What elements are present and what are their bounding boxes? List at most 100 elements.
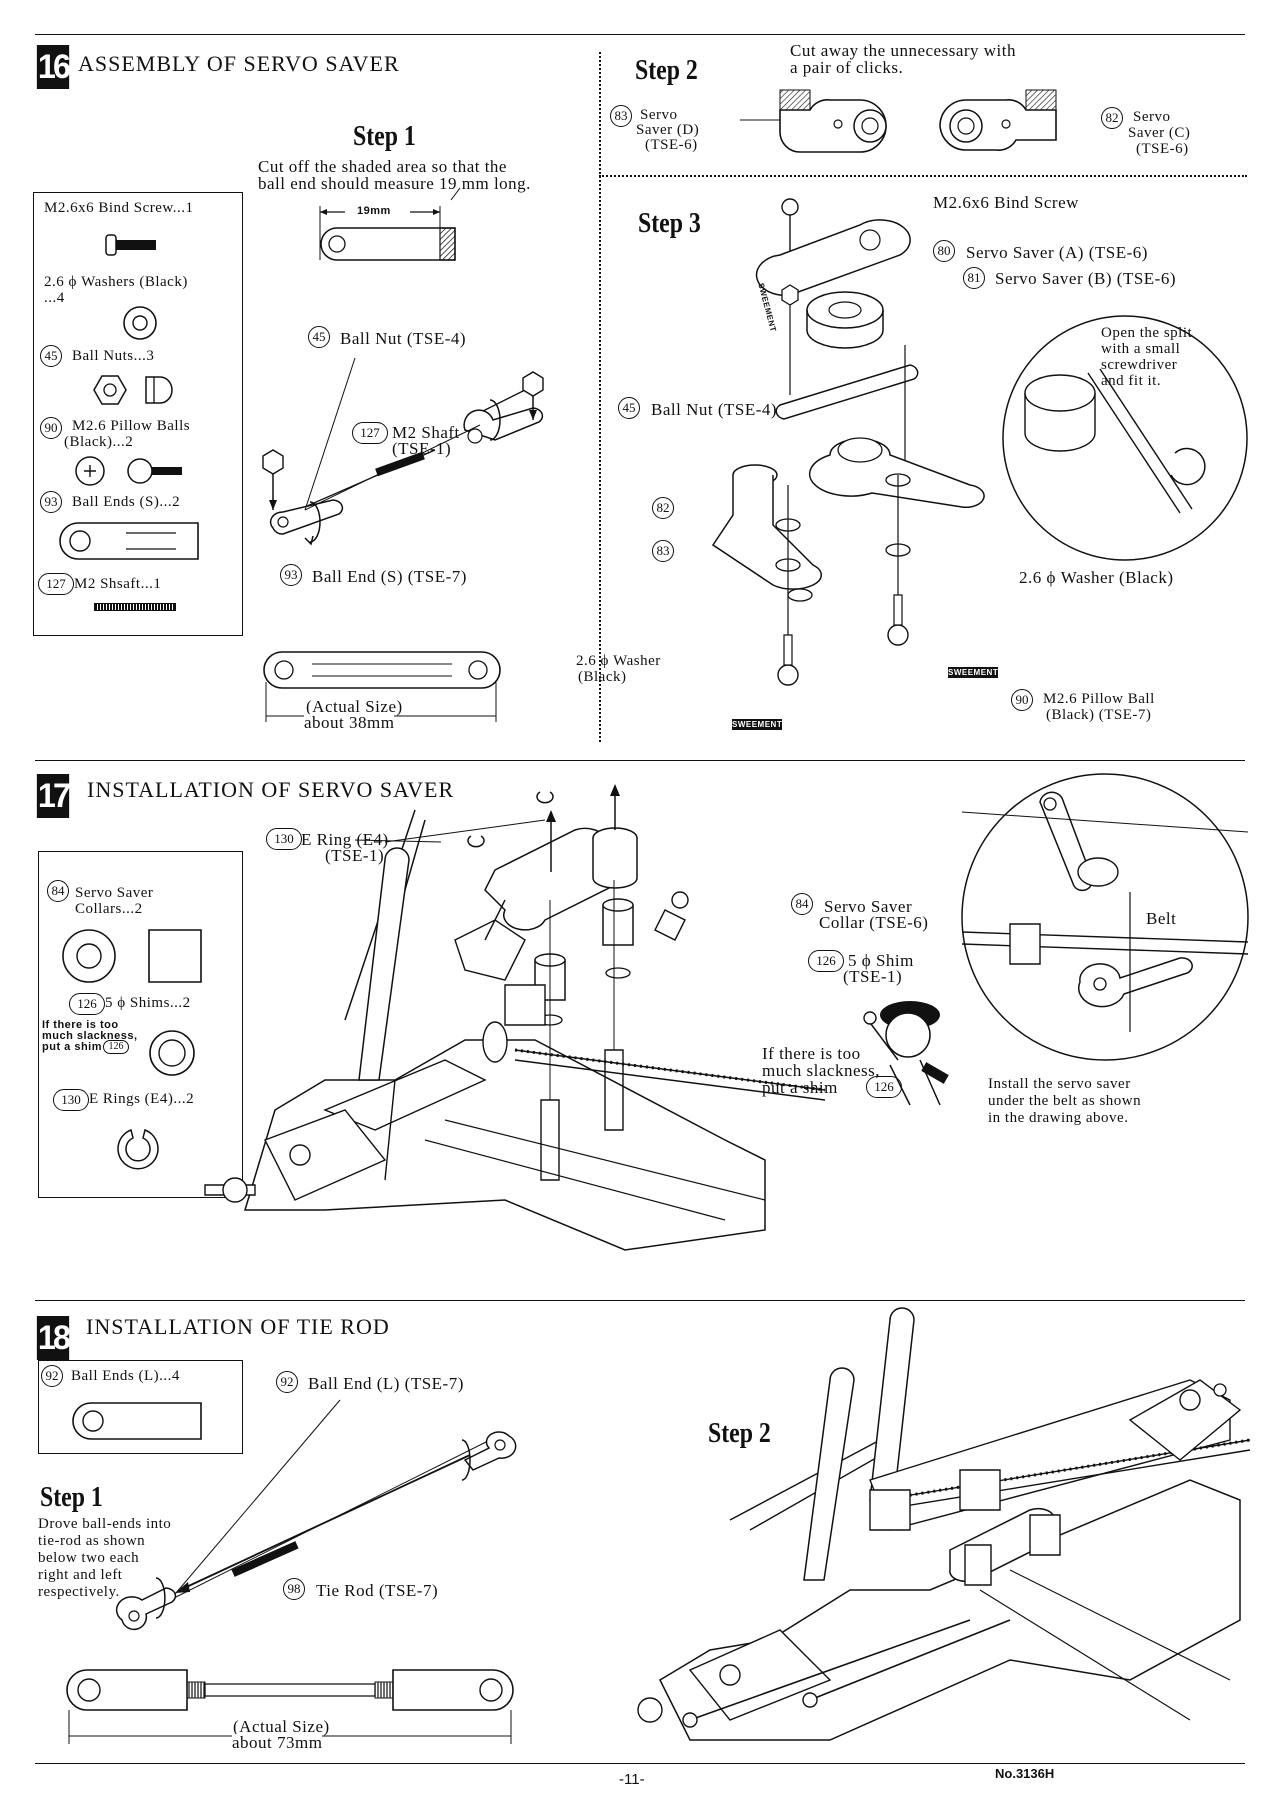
part-shim-note1: If there is too [42,1019,119,1031]
parts-box-16: M2.6x6 Bind Screw...1 2.6 ϕ Washers (Bla… [33,192,243,636]
s16-step2-note2: a pair of clicks. [790,58,904,77]
servo-saver-d-c-diagram [770,80,1090,160]
s16-step2-c1: Servo [1133,109,1171,125]
s18-actual-size-2: about 73mm [232,1733,323,1752]
shim-icon [147,1028,197,1078]
s16-step3-split1: Open the split [1101,325,1193,341]
s16-step3-num-83: 83 [652,540,674,562]
parts-box-18: 92 Ball Ends (L)...4 [38,1360,243,1454]
section-18-title: INSTALLATION OF TIE ROD [86,1314,390,1339]
s16-step3-title: Step 3 [638,208,701,239]
s18-step1-title: Step 1 [40,1482,103,1513]
top-rule [35,34,1245,35]
s17-num-84: 84 [791,893,813,915]
step3-zoom-circle [1000,313,1250,563]
part-ball-ends-l: Ball Ends (L)...4 [71,1368,180,1384]
s17-num-126: 126 [808,950,844,972]
s17-install-line3: in the drawing above. [988,1110,1129,1126]
part-washers-line1: 2.6 ϕ Washers (Black) [44,274,188,290]
s18-note2: tie-rod as shown [38,1533,146,1549]
e-ring-icon [113,1124,163,1174]
section-18-badge: 18 [36,1316,71,1360]
footer-rule [35,1763,1245,1764]
part-num-126: 126 [69,993,105,1015]
part-shaft: M2 Shsaft...1 [74,576,162,592]
ball-end-l-icon [69,1399,219,1445]
s16-step2-note1: Cut away the unnecessary with [790,41,1016,60]
collar-icon [61,926,211,986]
mascot-figure [850,1001,949,1110]
part-ball-nuts: Ball Nuts...3 [72,348,155,364]
part-num-90: 90 [40,417,62,439]
pillow-ball-icon [72,451,182,491]
part-bind-screw: M2.6x6 Bind Screw...1 [44,200,194,216]
tie-rod-actual-size [65,1664,525,1744]
s16-step2-d2: Saver (D) [636,122,700,138]
s16-step1-num-45: 45 [308,326,330,348]
section-16-title: ASSEMBLY OF SERVO SAVER [78,51,400,76]
part-pillow-line2: (Black)...2 [64,434,134,450]
s17-ering-line1: E Ring (E4) [301,830,389,849]
page-number: -11- [619,1771,645,1788]
ball-end-cut-diagram [315,200,475,270]
part-erings: E Rings (E4)...2 [89,1091,195,1107]
s18-ball-end: Ball End (L) (TSE-7) [308,1374,464,1393]
part-num-92: 92 [41,1365,63,1387]
s16-step3-tag-2: SWEEMENT [948,667,999,678]
s16-step1-ball-nut: Ball Nut (TSE-4) [340,329,467,348]
s17-bottom-rule [35,1300,1245,1301]
ball-end-icon [56,519,216,563]
s16-step1-ball-end: Ball End (S) (TSE-7) [312,567,467,586]
s16-step2-c2: Saver (C) [1128,125,1191,141]
s16-step3-a: Servo Saver (A) (TSE-6) [966,243,1148,262]
s18-tie-rod: Tie Rod (TSE-7) [316,1581,439,1600]
s18-num-98: 98 [283,1578,305,1600]
s16-step1-note2: ball end should measure 19 mm long. [258,174,531,193]
s16-step3-split4: and fit it. [1101,373,1162,389]
chassis-tie-rod-diagram [630,1320,1250,1760]
washer-icon [122,305,158,341]
s16-step2-d1: Servo [640,107,678,123]
shaft-icon [94,603,176,611]
s16-actual-size-2: about 38mm [304,713,395,732]
s16-step2-num-82: 82 [1101,107,1123,129]
s17-slack-line1: If there is too [762,1044,861,1063]
part-washers-line2: ...4 [44,290,65,306]
section-17-title: INSTALLATION OF SERVO SAVER [87,777,455,802]
s16-actual-size-1: (Actual Size) [306,697,403,716]
part-num-127: 127 [38,573,74,595]
ball-end-assembly-diagram [265,360,565,560]
tie-rod-assembly-diagram [120,1400,540,1640]
s16-step2-num-83: 83 [610,105,632,127]
s16-step3-split2: with a small [1101,341,1181,357]
s16-step3-washer-left1: 2.6 ϕ Washer [576,653,661,669]
s18-note4: right and left [38,1567,123,1583]
s17-belt-label: Belt [1146,909,1177,928]
s16-step3-washer-right: 2.6 ϕ Washer (Black) [1019,568,1174,587]
chassis-servo-saver-diagram [205,784,845,1280]
s17-shim-line2: (TSE-1) [843,967,903,986]
part-num-45: 45 [40,345,62,367]
s17-slack-line3: put a shim [762,1078,838,1097]
s17-slack-line2: much slackness, [762,1061,880,1080]
s16-step1-shaft-line2: (TSE-1) [392,439,452,458]
s16-step2-d3: (TSE-6) [645,137,698,153]
part-pillow-line1: M2.6 Pillow Balls [72,418,191,434]
s16-bottom-rule [35,760,1245,761]
s16-step3-screw: M2.6x6 Bind Screw [933,193,1079,212]
section-17-badge: 17 [36,774,71,818]
s16-vertical-divider [599,52,601,742]
s17-shim-line1: 5 ϕ Shim [848,951,914,970]
s17-collar-line1: Servo Saver [824,897,913,916]
s18-note1: Drove ball-ends into [38,1516,172,1532]
s16-step3-num-80: 80 [933,240,955,262]
s16-step2-c3: (TSE-6) [1136,141,1189,157]
s18-actual-size-1: (Actual Size) [233,1717,330,1736]
part-num-93: 93 [40,491,62,513]
part-num-130: 130 [53,1089,89,1111]
s16-step3-pillow1: M2.6 Pillow Ball [1043,691,1155,707]
s18-num-92: 92 [276,1371,298,1393]
s17-num-130: 130 [266,828,302,850]
s16-step1-shaft-line1: M2 Shaft [392,423,460,442]
s16-horizontal-divider [599,175,1247,177]
